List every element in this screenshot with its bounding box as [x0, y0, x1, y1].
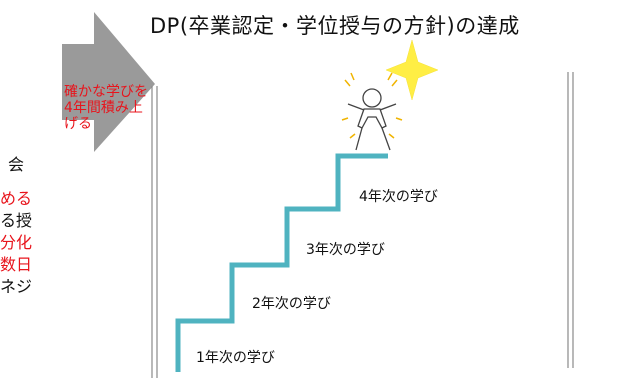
arrow-caption-line: げる: [64, 116, 92, 132]
step-label-year3: 3年次の学び: [306, 242, 385, 258]
left-fragment-1: める: [0, 189, 33, 208]
left-fragment-4: 数日: [0, 255, 33, 274]
right-bracket: [567, 72, 574, 368]
sparkle-lines: [341, 72, 403, 139]
left-fragment-5: ネジ: [0, 277, 33, 296]
page-title: DP(卒業認定・学位授与の方針)の達成: [150, 14, 520, 38]
arrow-caption: 確かな学びを 4年間積み上 げる: [64, 84, 164, 132]
left-fragment-0: 会: [8, 155, 25, 174]
step-label-year1: 1年次の学び: [196, 350, 275, 366]
left-fragment-3: 分化: [0, 233, 33, 252]
star-icon: [385, 39, 439, 101]
arrow-caption-line: 4年間積み上: [64, 100, 143, 116]
left-bracket: [151, 86, 158, 378]
left-fragment-2: る授: [0, 211, 33, 230]
gray-arrow-shape: [62, 12, 155, 152]
step-label-year2: 2年次の学び: [252, 296, 331, 312]
step-label-year4: 4年次の学び: [359, 189, 438, 205]
person-figure-icon: [347, 88, 397, 151]
arrow-caption-line: 確かな学びを: [64, 84, 148, 100]
staircase: [175, 153, 388, 372]
